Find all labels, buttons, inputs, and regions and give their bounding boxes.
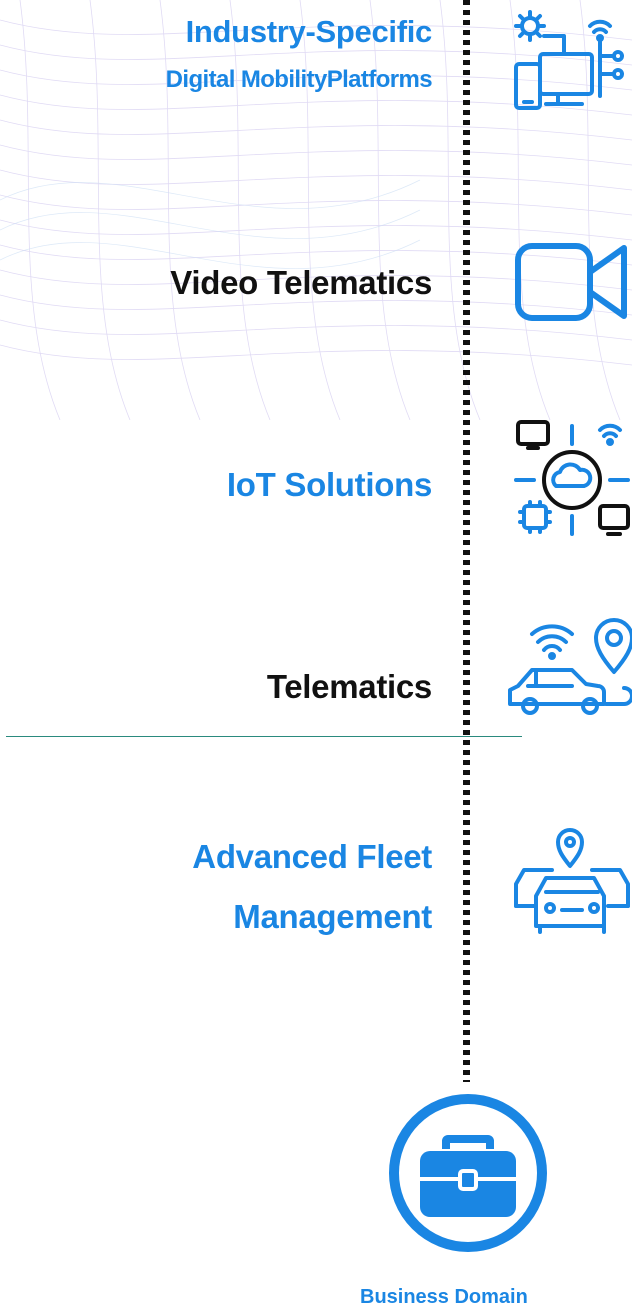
item-title-video-telematics: Video Telematics (170, 264, 432, 301)
digital-platform-icon (514, 10, 624, 110)
briefcase-icon (389, 1094, 547, 1252)
fleet-icon (514, 828, 630, 934)
item-title-advanced-fleet: Advanced Fleet (192, 838, 432, 875)
item-subtitle-digital-mobility: Digital MobilityPlatforms (165, 66, 433, 93)
divider-line (6, 736, 522, 737)
business-domain-label: Business Domain (360, 1286, 528, 1308)
timeline-dotted-line (463, 0, 470, 1082)
car-location-icon (508, 618, 632, 715)
iot-cloud-icon (514, 420, 630, 536)
item-title-iot-solutions: IoT Solutions (226, 466, 432, 503)
background-wave-pattern (0, 0, 632, 420)
item-title-telematics: Telematics (266, 668, 432, 705)
item-title-management: Management (233, 898, 432, 935)
video-camera-icon (515, 243, 627, 321)
item-title-industry-specific: Industry-Specific (185, 14, 433, 49)
